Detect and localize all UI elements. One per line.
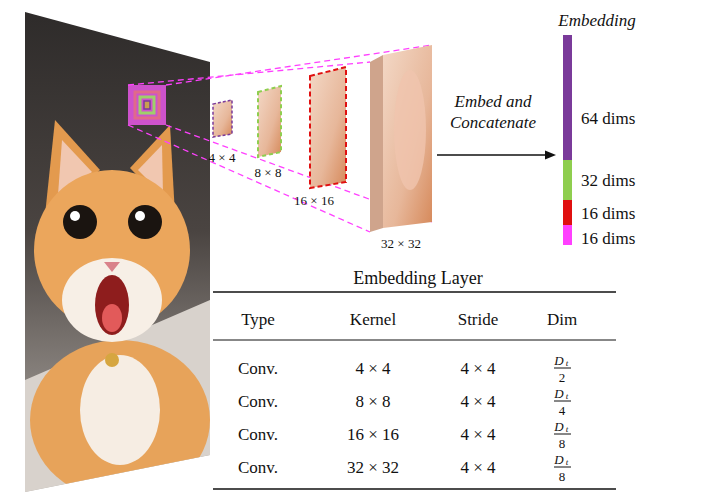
fraction-part: D	[554, 354, 563, 367]
fraction-part: 8	[559, 470, 566, 483]
dim-label: 16 dims	[581, 230, 635, 247]
table-cell: 4 × 4	[460, 426, 495, 443]
table-cell: 4 × 4	[460, 393, 495, 410]
patch-16x16	[310, 67, 346, 188]
fraction-part: 2	[559, 371, 566, 384]
fraction-part: t	[566, 392, 569, 401]
patch-size-label: 8 × 8	[255, 166, 282, 179]
patch-16	[135, 92, 159, 118]
bar-32	[563, 160, 572, 200]
table-rule	[213, 291, 616, 293]
fraction-part: 8	[559, 437, 566, 450]
fraction-part: D	[554, 387, 563, 400]
table-cell: Conv.	[238, 360, 278, 377]
fraction-part: D	[554, 453, 563, 466]
table-title: Embedding Layer	[353, 269, 482, 287]
patch-4	[144, 101, 150, 109]
arrow	[437, 154, 548, 155]
bar-64	[563, 35, 572, 160]
bar-16b	[563, 225, 572, 245]
fraction-part: 4	[559, 404, 566, 417]
table-cell: Conv.	[238, 426, 278, 443]
embedding-title: Embedding	[558, 12, 635, 29]
dim-label: 64 dims	[581, 110, 635, 127]
patch-8	[140, 97, 154, 113]
arrow-head	[545, 151, 556, 160]
table-cell: 32 × 32	[347, 459, 399, 476]
table-cell: 16 × 16	[347, 426, 399, 443]
table-header: Kernel	[350, 311, 396, 328]
patch-8x8	[258, 86, 281, 157]
table-header: Dim	[547, 311, 577, 328]
table-cell: 4 × 4	[460, 360, 495, 377]
table-rule	[213, 488, 616, 490]
table-header: Stride	[458, 311, 499, 328]
table-cell: 8 × 8	[355, 393, 390, 410]
patch-size-label: 16 × 16	[294, 194, 334, 207]
table-rule	[213, 340, 616, 341]
patch-size-label: 4 × 4	[209, 151, 236, 164]
fraction-part: t	[566, 458, 569, 467]
bar-16a	[563, 200, 572, 225]
fraction-part: t	[566, 425, 569, 434]
table-cell: 4 × 4	[460, 459, 495, 476]
cat-image	[20, 10, 220, 500]
table-cell: Conv.	[238, 459, 278, 476]
fraction-part: t	[566, 359, 569, 368]
patch-32x32-side	[370, 55, 383, 232]
patch-4x4	[213, 100, 232, 137]
patch-32	[128, 85, 166, 125]
table-cell: Conv.	[238, 393, 278, 410]
projection-lines	[128, 45, 432, 232]
patch-size-label: 32 × 32	[381, 237, 421, 250]
dim-label: 32 dims	[581, 172, 635, 189]
fraction-bars	[554, 368, 571, 467]
table-header: Type	[241, 311, 275, 328]
dim-label: 16 dims	[581, 205, 635, 222]
arrow-caption: Embed and Concatenate	[439, 91, 547, 134]
fraction-part: D	[554, 420, 563, 433]
table-cell: 4 × 4	[355, 360, 390, 377]
patch-32x32-face	[383, 45, 432, 228]
